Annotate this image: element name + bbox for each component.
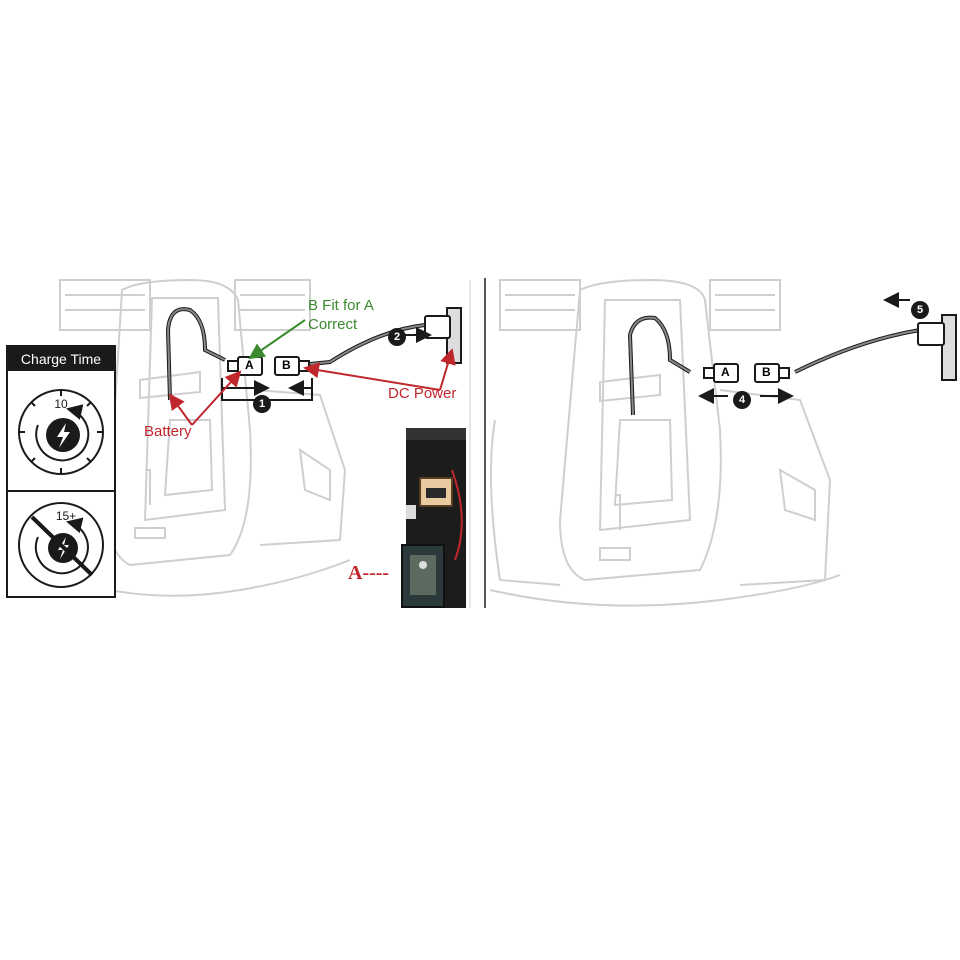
connector-a-left: [227, 356, 263, 376]
connector-b-left: [274, 356, 310, 376]
annotation-arrow-green: [248, 319, 306, 360]
charge-time-panel: Charge Time: [6, 345, 116, 598]
wall-charger-right: [917, 314, 957, 381]
right-vehicle-outline: [489, 278, 841, 607]
b-fit-line2: Correct: [308, 316, 358, 333]
charge-ok-dial: [18, 389, 104, 475]
charge-no-dial: [18, 502, 104, 588]
charge-dials: [18, 389, 104, 588]
connector-b-right: [754, 363, 790, 383]
step-5-badge: 5: [911, 301, 929, 319]
dc-power-label: DC Power: [388, 385, 457, 402]
step-2-badge: 2: [388, 328, 406, 346]
charge-panel-divider: [8, 490, 114, 492]
charge-time-title: Charge Time: [8, 347, 114, 371]
annotation-arrows-red: [168, 348, 456, 426]
battery-label: Battery: [144, 423, 192, 440]
wall-charger-left: [405, 307, 462, 364]
battery-photo: [401, 428, 466, 608]
right-wiring: [627, 315, 921, 416]
charge-ok-hours: 10: [54, 397, 68, 411]
left-wiring: [165, 307, 426, 401]
connector-b-left-letter: B: [282, 358, 291, 372]
lightning-icon: [57, 423, 70, 448]
connector-b-right-letter: B: [762, 365, 771, 379]
step-1-badge: 1: [253, 395, 271, 413]
b-fit-label: B Fit for A Correct: [308, 296, 374, 334]
connector-a-right: [703, 363, 739, 383]
a-marker-label: A----: [348, 562, 390, 584]
charge-no-hours: 15+: [55, 509, 77, 523]
b-fit-line1: B Fit for A: [308, 297, 374, 314]
connector-a-right-letter: A: [721, 365, 730, 379]
connector-a-left-letter: A: [245, 358, 254, 372]
prohibited-slash: [30, 515, 94, 577]
step-4-badge: 4: [733, 391, 751, 409]
